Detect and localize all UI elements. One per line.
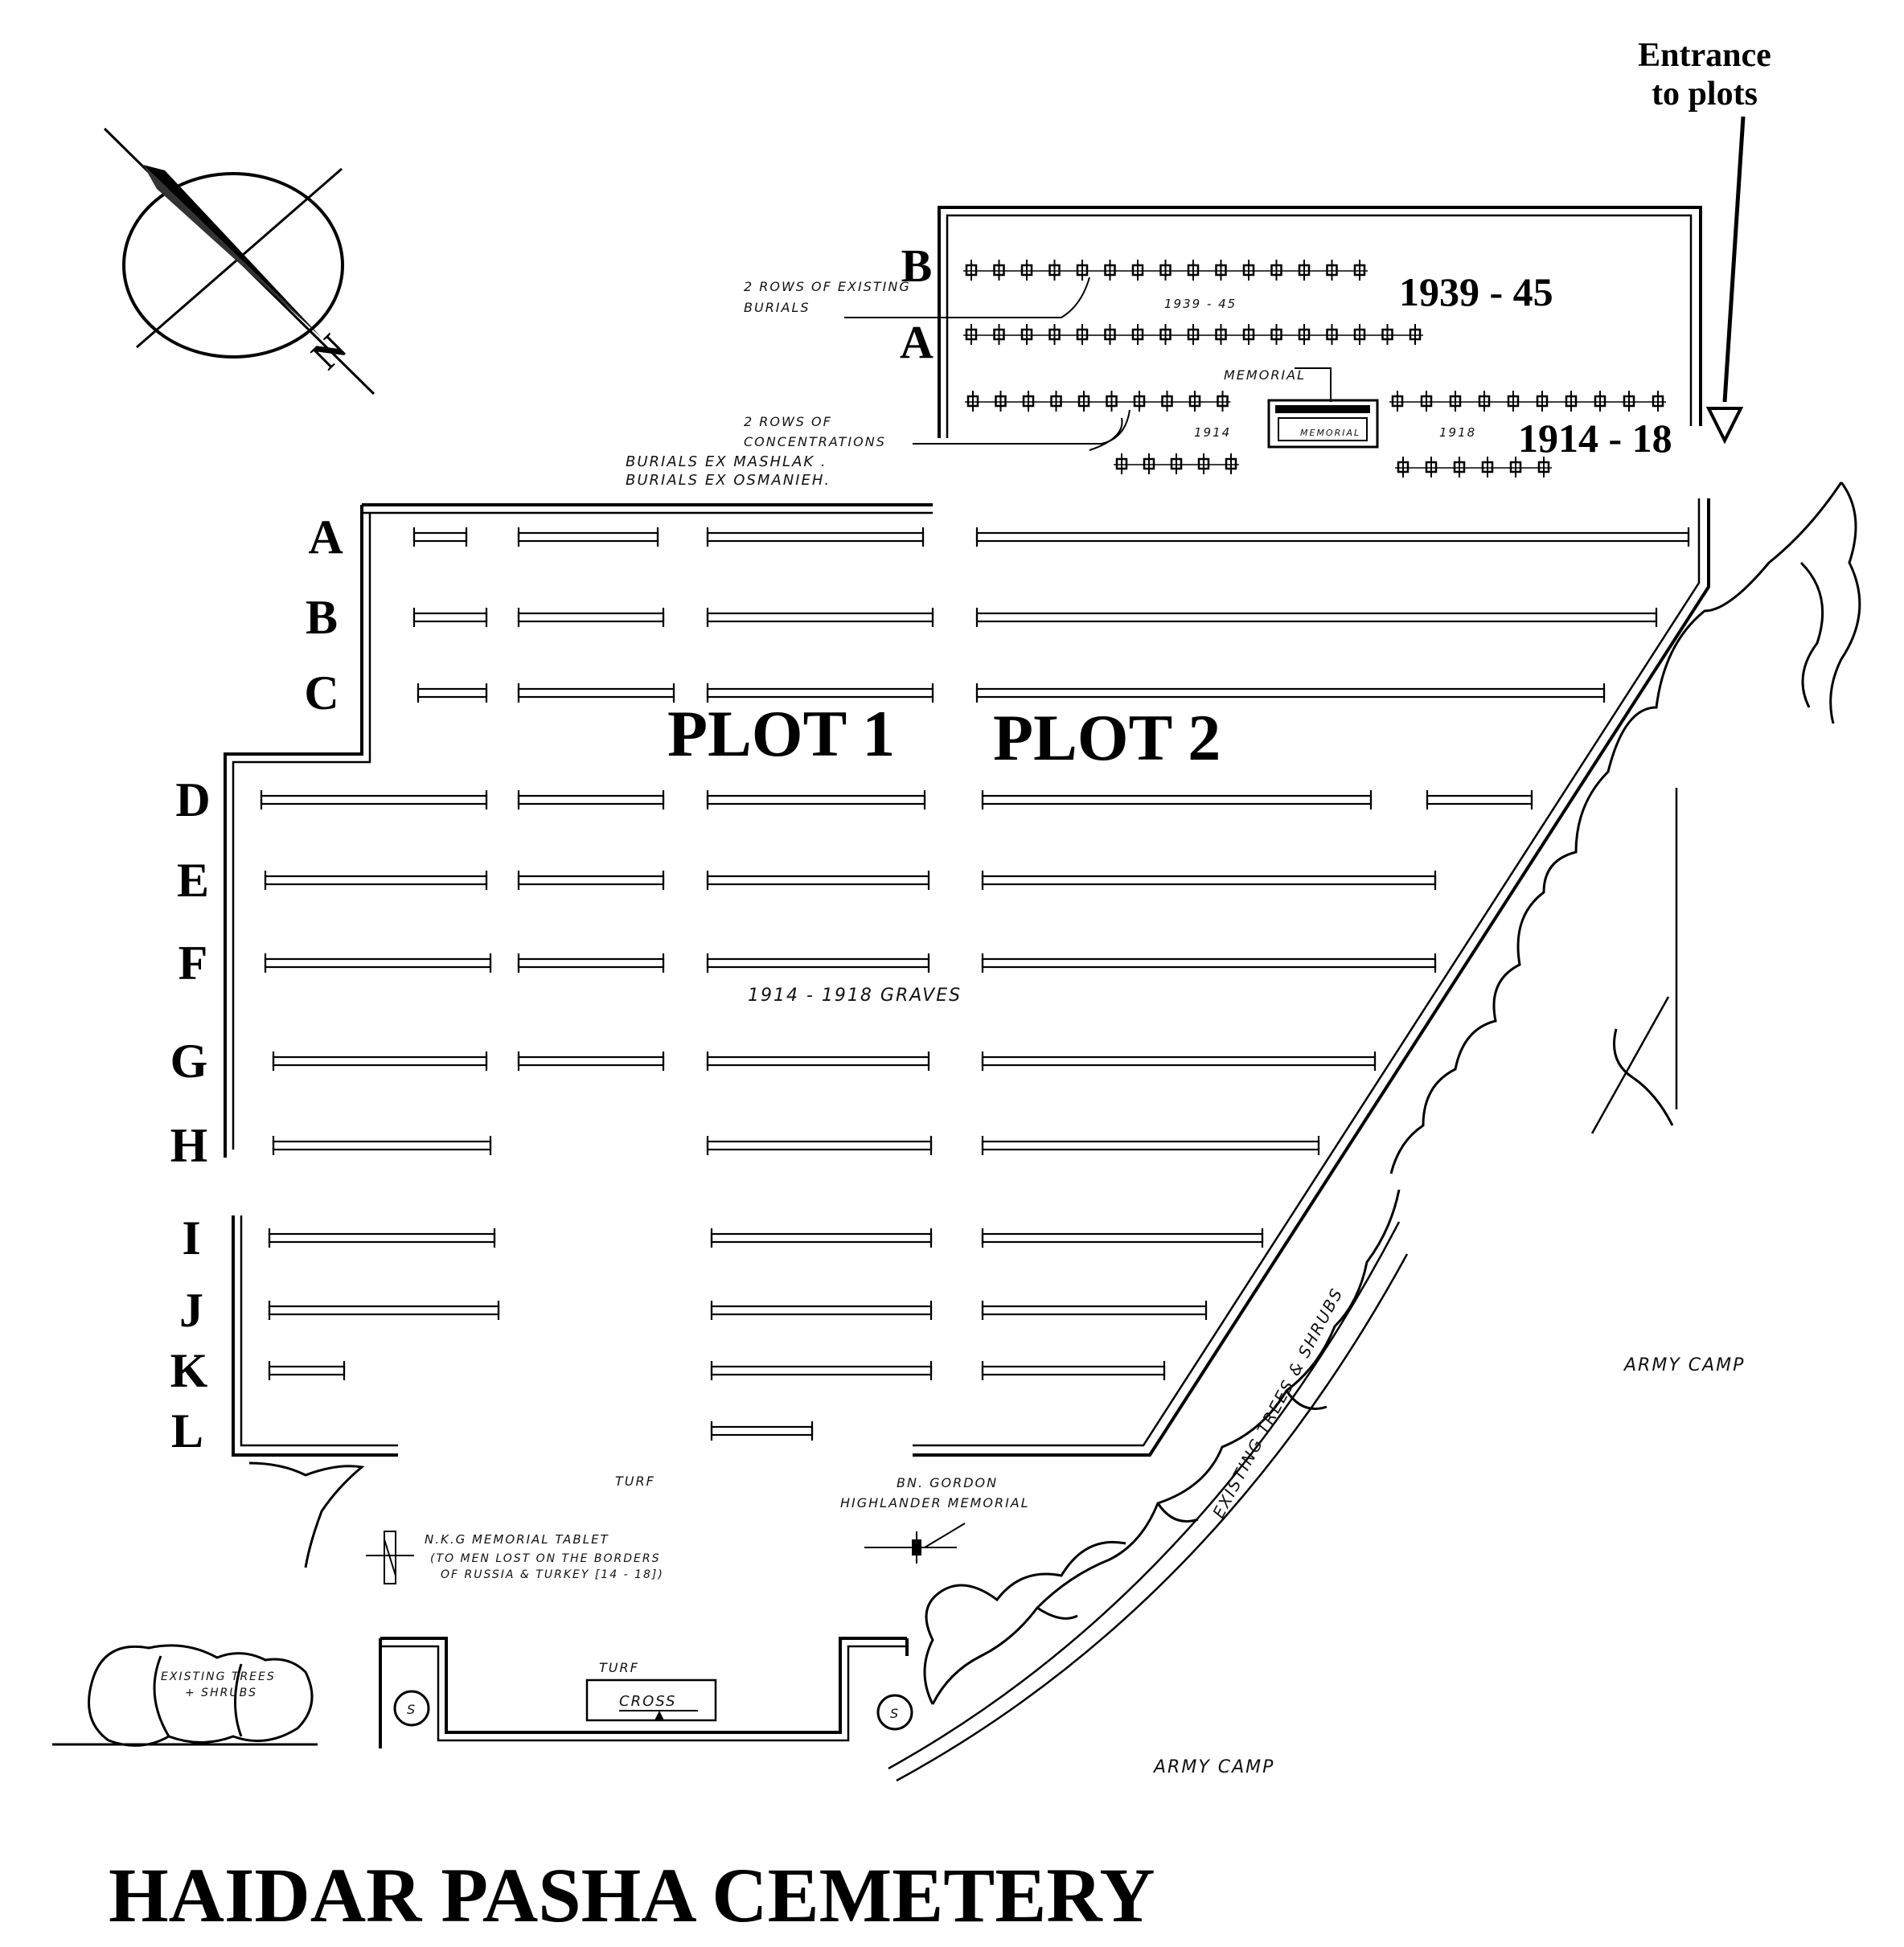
note-memorial: MEMORIAL <box>1224 367 1306 383</box>
compass-north-label: N <box>302 326 355 378</box>
entrance-arrow <box>1705 116 1746 445</box>
upper-grave-rows <box>963 260 1666 478</box>
note-memorial-box: MEMORIAL <box>1300 428 1360 438</box>
note-concentrations-line2: CONCENTRATIONS <box>744 434 886 449</box>
note-turf-top: TURF <box>615 1474 655 1489</box>
upper-enclosure <box>938 206 1702 438</box>
note-nkg-line1: N.K.G MEMORIAL TABLET <box>425 1532 609 1547</box>
map-title: HAIDAR PASHA CEMETERY <box>109 1852 1155 1938</box>
note-existing-trees-line1: EXISTING TREES <box>161 1670 276 1683</box>
row-label-e: E <box>177 854 209 907</box>
note-army-camp-right: ARMY CAMP <box>1623 1355 1745 1375</box>
plot-label-2: PLOT 2 <box>993 701 1221 774</box>
upper-row-label-a: A <box>900 316 934 368</box>
note-graves: 1914 - 1918 GRAVES <box>748 986 962 1006</box>
period-label-1939-45: 1939 - 45 <box>1399 269 1553 314</box>
note-gordon-line1: BN. GORDON <box>897 1475 998 1490</box>
row-label-h: H <box>170 1119 208 1172</box>
cross-enclosure-wall <box>379 1637 909 1748</box>
note-existing-burials-line2: BURIALS <box>744 300 810 315</box>
memorial-block <box>1267 367 1379 449</box>
nkg-memorial-tablet <box>366 1531 414 1584</box>
gordon-memorial-symbol <box>864 1523 966 1564</box>
upper-row-label-b: B <box>901 240 933 292</box>
main-enclosure-wall <box>224 498 1710 1457</box>
row-label-i: I <box>182 1211 200 1265</box>
note-1939-45-small: 1939 - 45 <box>1164 297 1237 311</box>
note-gordon-line2: HIGHLANDER MEMORIAL <box>840 1495 1030 1510</box>
note-existing-trees-diagonal: EXISTING TREES & SHRUBS <box>1208 1285 1347 1522</box>
main-grave-rows <box>260 527 1690 1441</box>
compass-rose: N <box>103 127 375 396</box>
seat-left-label: S <box>407 1702 416 1717</box>
note-1914-small: 1914 <box>1194 425 1231 440</box>
row-label-g: G <box>170 1035 208 1088</box>
entrance-label-line2: to plots <box>1652 76 1758 113</box>
existing-trees-bottom-left <box>52 1461 365 1747</box>
note-turf-bottom: TURF <box>599 1660 639 1675</box>
seat-left <box>393 1690 430 1727</box>
cross-memorial <box>585 1679 717 1722</box>
note-existing-trees-line2: + SHRUBS <box>185 1687 257 1699</box>
tree-belt <box>888 482 1861 1782</box>
plot-label-1: PLOT 1 <box>667 697 895 770</box>
note-concentrations-line4: BURIALS EX OSMANIEH. <box>626 472 831 489</box>
row-label-k: K <box>170 1344 208 1397</box>
note-cross: CROSS <box>619 1693 676 1710</box>
seat-right-label: S <box>890 1706 900 1721</box>
note-1918-small: 1918 <box>1439 425 1476 440</box>
note-concentrations-line3: BURIALS EX MASHLAK . <box>626 453 827 470</box>
note-nkg-line3: OF RUSSIA & TURKEY [14 - 18]) <box>441 1568 664 1581</box>
row-label-a: A <box>308 510 343 564</box>
note-nkg-line2: (TO MEN LOST ON THE BORDERS <box>430 1552 661 1565</box>
row-label-l: L <box>171 1404 203 1457</box>
period-label-1914-18: 1914 - 18 <box>1518 416 1672 461</box>
entrance-label-line1: Entrance <box>1638 37 1771 74</box>
row-label-b: B <box>306 591 338 644</box>
note-concentrations-line1: 2 ROWS OF <box>744 414 832 429</box>
seat-right <box>876 1694 913 1731</box>
row-label-c: C <box>304 666 339 719</box>
note-army-camp-bottom: ARMY CAMP <box>1152 1757 1274 1777</box>
row-label-j: J <box>179 1284 203 1337</box>
note-existing-burials-line1: 2 ROWS OF EXISTING <box>744 279 911 294</box>
row-label-f: F <box>178 937 208 990</box>
row-label-d: D <box>175 773 210 826</box>
